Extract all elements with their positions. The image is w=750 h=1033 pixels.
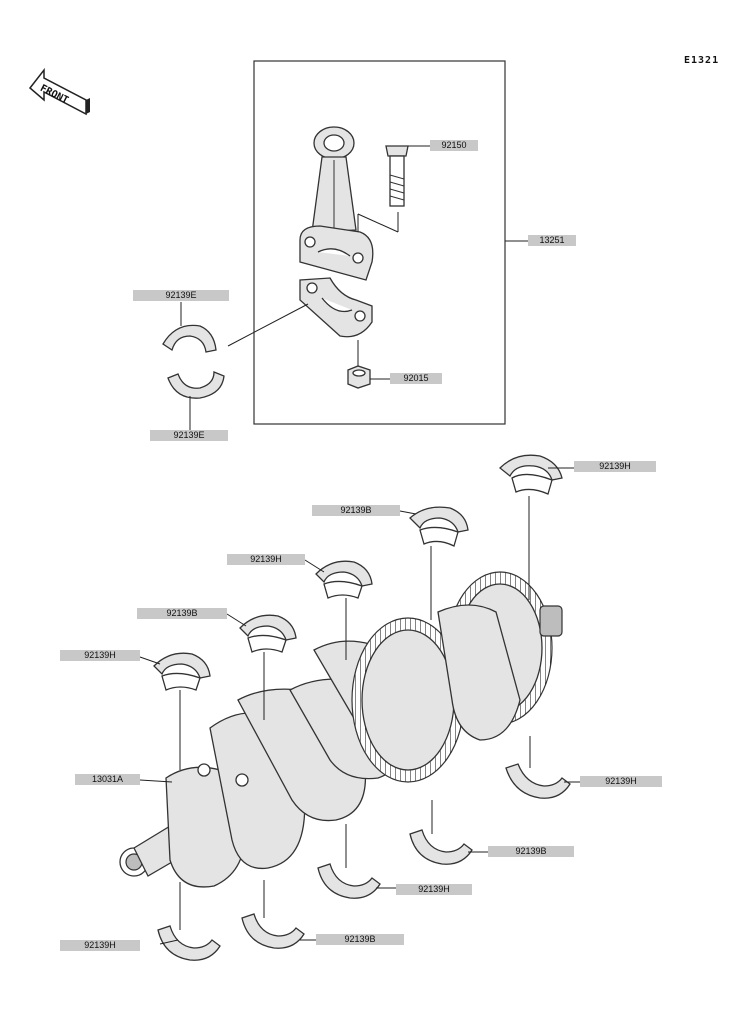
part-label-bearing-h-bottom-left: 92139H [60, 940, 140, 951]
part-label-bolt: 92150 [430, 140, 478, 151]
main-bearing-h-right-lower-icon [505, 763, 571, 799]
part-label-nut: 92015 [390, 373, 442, 384]
part-label-bearing-h-left: 92139H [60, 650, 140, 661]
conrod-bearing-lower-icon [167, 371, 225, 399]
main-bearing-h-bottom-left-icon [157, 925, 221, 961]
main-bearing-b-lower-mid-icon [409, 829, 473, 865]
part-label-bearing-b-left: 92139B [137, 608, 227, 619]
part-label-bearing-h-lower-mid: 92139H [396, 884, 472, 895]
part-label-bearing-h-mid: 92139H [227, 554, 305, 565]
conrod-cap [299, 277, 373, 338]
main-bearing-h-left-icon [153, 652, 211, 691]
part-label-bearing-b-top-mid: 92139B [312, 505, 400, 516]
leader-lines [139, 145, 580, 945]
part-label-bearing-h-right-lower: 92139H [580, 776, 662, 787]
conrod-bearing-upper-icon [162, 324, 217, 353]
diagram-code: E1321 [684, 55, 720, 66]
main-bearing-h-mid-icon [315, 560, 373, 599]
main-bearing-h-lower-mid-icon [317, 863, 381, 899]
front-arrow-icon: FRONT [28, 67, 90, 116]
part-label-conrod-bearing-upper: 92139E [133, 290, 229, 301]
connecting-rod [299, 126, 374, 281]
conrod-assembly-box [253, 60, 506, 425]
part-label-bearing-h-top-right: 92139H [574, 461, 656, 472]
part-label-crankshaft: 13031A [75, 774, 140, 785]
main-bearing-b-top-mid-icon [409, 506, 469, 547]
main-bearing-b-left-icon [239, 614, 297, 653]
part-label-conrod-assembly: 13251 [528, 235, 576, 246]
main-bearing-b-bottom-mid-icon [241, 913, 305, 949]
main-bearing-h-top-right-icon [499, 454, 563, 495]
bolt-icon [385, 145, 409, 207]
part-label-conrod-bearing-lower: 92139E [150, 430, 228, 441]
nut-icon [347, 365, 371, 389]
crankshaft [119, 571, 563, 888]
part-label-bearing-b-lower-mid: 92139B [488, 846, 574, 857]
part-label-bearing-b-bottom-mid: 92139B [316, 934, 404, 945]
